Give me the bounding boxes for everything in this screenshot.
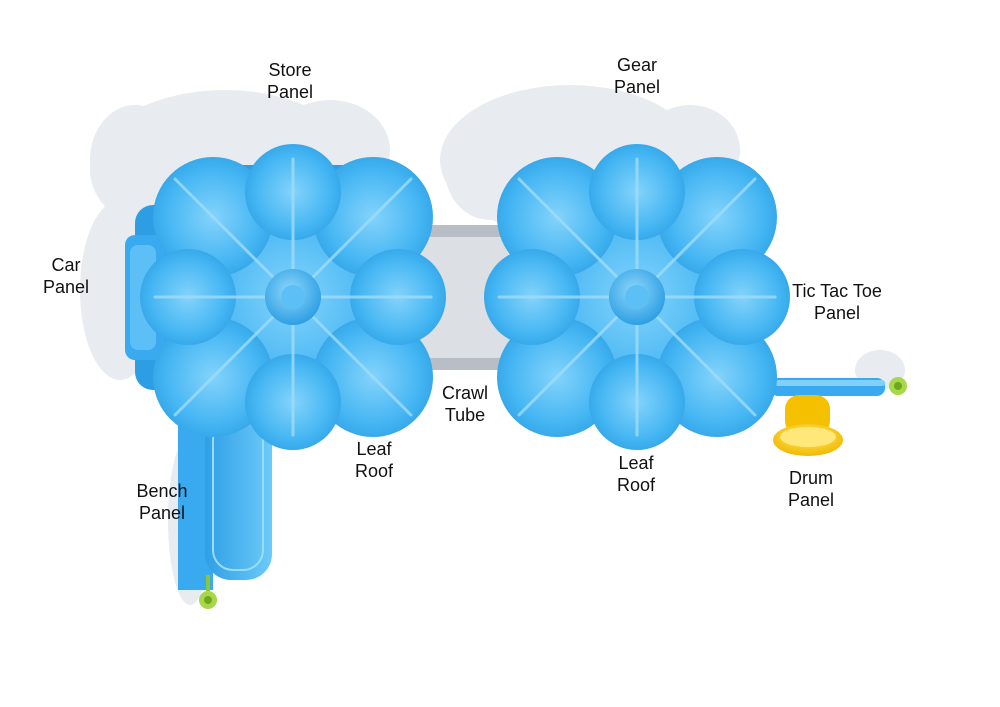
label-store-panel: Store Panel	[266, 60, 314, 102]
label-drum-panel: Drum Panel	[787, 468, 835, 510]
leaf-roof-right-shape	[484, 144, 790, 450]
label-gear-panel: Gear Panel	[613, 55, 661, 97]
bench-panel-shape	[178, 410, 272, 609]
tic-tac-toe-panel-shape	[770, 377, 907, 396]
label-leaf-roof-right: Leaf Roof	[616, 453, 656, 495]
label-leaf-roof-left: Leaf Roof	[354, 439, 394, 481]
drum-panel-shape	[773, 395, 843, 456]
label-crawl-tube: Crawl Tube	[441, 383, 488, 425]
label-bench-panel: Bench Panel	[136, 481, 188, 523]
label-tic-tac-toe-panel: Tic Tac Toe Panel	[792, 281, 882, 323]
leaf-roof-left-shape	[140, 144, 446, 450]
label-car-panel: Car Panel	[42, 255, 90, 297]
